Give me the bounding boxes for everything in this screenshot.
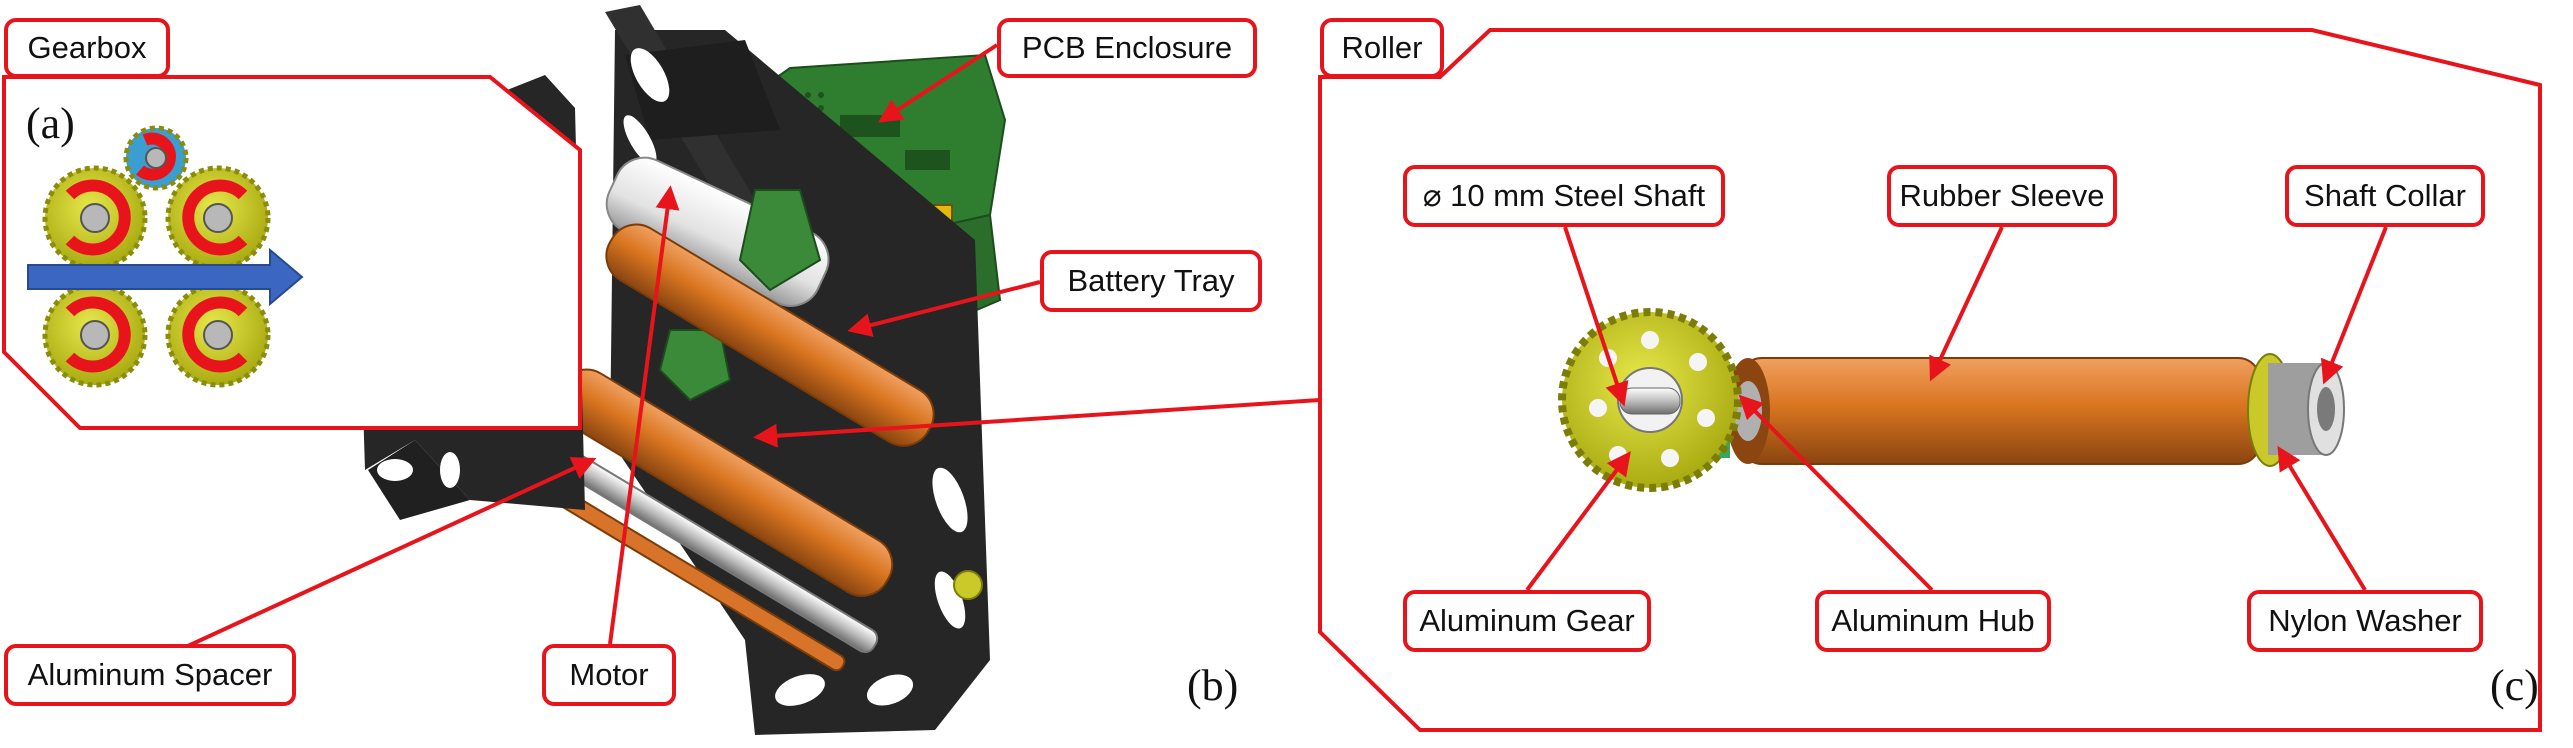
aluminum-hub-label: Aluminum Hub xyxy=(1815,590,2051,652)
roller-panel-frame xyxy=(1318,28,2542,732)
panel-label-a: (a) xyxy=(26,99,75,148)
roller-exploded-view xyxy=(1558,308,2345,492)
nylon-washer-label: Nylon Washer xyxy=(2247,590,2483,652)
steel-shaft-label: ⌀ 10 mm Steel Shaft xyxy=(1403,165,1725,227)
roller-label: Roller xyxy=(1320,18,1444,78)
aluminum-gear-label: Aluminum Gear xyxy=(1403,590,1651,652)
rubber-sleeve-label: Rubber Sleeve xyxy=(1887,165,2117,227)
motor-label: Motor xyxy=(542,644,676,706)
callout-leaders xyxy=(139,43,2388,670)
gearbox-label: Gearbox xyxy=(4,18,170,78)
panel-label-c: (c) xyxy=(2490,661,2539,710)
gearbox-schematic xyxy=(27,125,304,388)
pcb-enclosure-label: PCB Enclosure xyxy=(997,18,1257,78)
aluminum-spacer-label: Aluminum Spacer xyxy=(4,644,296,706)
battery-tray-label: Battery Tray xyxy=(1040,250,1262,312)
shaft-collar-label: Shaft Collar xyxy=(2285,165,2485,227)
panel-label-b: (b) xyxy=(1187,661,1239,710)
